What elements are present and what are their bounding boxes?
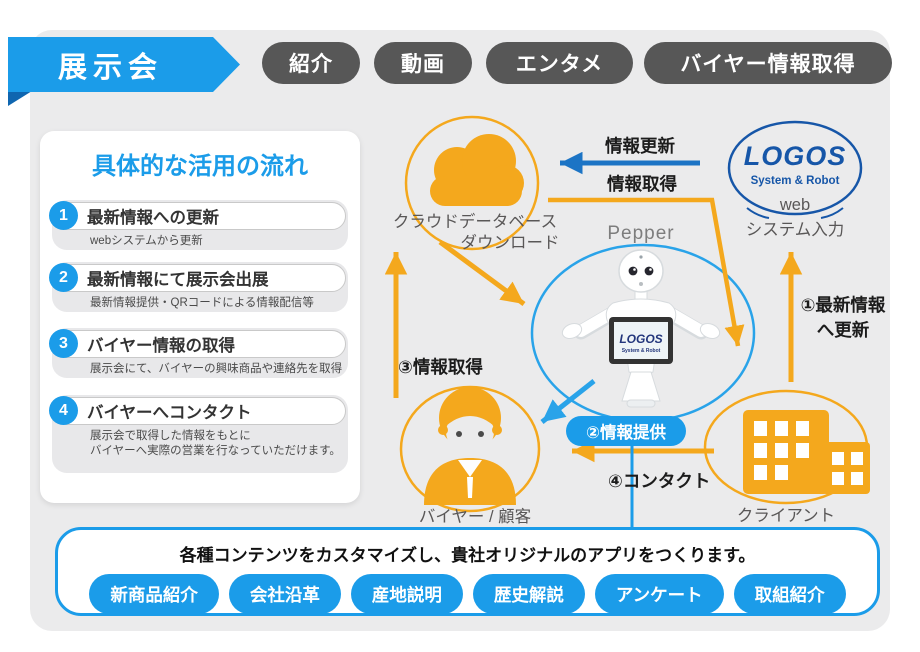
cloud-circle [404,115,540,251]
web-flourish-right [820,207,844,219]
flow-step-1-desc: webシステムから更新 [90,235,203,247]
flow-panel-title: 具体的な活用の流れ [92,153,308,180]
step4-label: ④コンタクト [608,471,711,491]
flow-step-1-number: 1 [49,201,78,230]
tab-intro: 紹介 [262,42,360,84]
flow-panel: 具体的な活用の流れ 1 最新情報への更新 webシステムから更新 2 最新情報に… [40,131,360,503]
flow-step-4-title: バイヤーへコンタクト [87,404,252,422]
flow-step-1-title: 最新情報への更新 [87,209,219,227]
logos-logo-text: LOGOS [743,141,847,171]
pepper-label: Pepper [607,223,675,244]
web-system-label: システム入力 [745,221,845,239]
client-label: クライアント [736,507,836,525]
flow-step-2: 2 最新情報にて展示会出展 最新情報提供・QRコードによる情報配信等 [49,262,348,312]
tab-entertain: エンタメ [486,42,633,84]
logos-logo-subtext: System & Robot [750,175,840,187]
flow-step-3-number: 3 [49,329,78,358]
flow-step-4-desc: 展示会で取得した情報をもとに バイヤーへ実際の営業を行なっていただけます。 [90,430,341,458]
logos-ellipse [727,120,863,216]
tab-video: 動画 [374,42,472,84]
cloud-icon [430,134,524,206]
download-label: ダウンロード [460,234,560,252]
info-fetch-label: 情報取得 [607,174,677,194]
cloud-label: クラウドデータベース [392,213,558,231]
web-label: web [779,196,811,214]
tag-new-product: 新商品紹介 [89,574,219,614]
flow-step-4-number: 4 [49,396,78,425]
flow-step-3: 3 バイヤー情報の取得 展示会にて、バイヤーの興味商品や連絡先を取得 [49,328,348,378]
flow-step-1-header: 1 最新情報への更新 [49,201,346,230]
flow-step-3-header: 3 バイヤー情報の取得 [49,329,346,358]
tag-explanation: 歴史解説 [472,574,585,614]
flow-step-1: 1 最新情報への更新 webシステムから更新 [49,200,348,250]
flow-step-4: 4 バイヤーへコンタクト 展示会で取得した情報をもとに バイヤーへ実際の営業を行… [49,395,348,473]
flow-step-3-desc: 展示会にて、バイヤーの興味商品や連絡先を取得 [90,363,343,375]
footer-box: 各種コンテンツをカスタマイズし、貴社オリジナルのアプリをつくります。 新商品紹介… [55,527,880,616]
footer-tag-list: 新商品紹介 会社沿革 産地説明 歴史解説 アンケート 取組紹介 [58,574,877,614]
flow-step-2-desc: 最新情報提供・QRコードによる情報配信等 [90,297,314,309]
step1-label: ①最新情報 へ更新 [800,295,886,341]
flow-step-2-number: 2 [49,263,78,292]
buyer-person-icon [424,387,516,505]
arrow-info-fetch [548,197,745,347]
pepper-robot: LOGOS System & Robot [561,249,721,408]
flow-step-2-title: 最新情報にて展示会出展 [87,271,269,289]
tag-origin: 産地説明 [350,574,463,614]
tab-buyer-info: バイヤー情報取得 [644,42,892,84]
tablet-logo-sub-text: System & Robot [622,348,661,354]
exhibition-ribbon-label: 展示会 [58,51,164,84]
tag-history: 会社沿革 [228,574,341,614]
flow-step-3-title: バイヤー情報の取得 [87,337,236,355]
step3-label: ③情報取得 [398,357,483,377]
footer-message: 各種コンテンツをカスタマイズし、貴社オリジナルのアプリをつくります。 [179,546,756,565]
client-building-icon [743,410,870,494]
buyer-label: バイヤー / 顧客 [418,508,532,526]
flow-step-4-header: 4 バイヤーへコンタクト [49,396,346,425]
arrow-download [438,239,526,307]
info-update-label: 情報更新 [605,136,675,156]
step2-pill: ②情報提供 [566,416,686,446]
web-flourish-left [746,207,770,219]
tag-questionnaire: アンケート [594,574,724,614]
exhibition-ribbon: 展示会 [8,37,240,92]
arrow-step2-provide [540,379,596,424]
flow-step-2-header: 2 最新情報にて展示会出展 [49,263,346,292]
tablet-logo-text: LOGOS [619,332,662,346]
tag-initiatives: 取組紹介 [733,574,846,614]
